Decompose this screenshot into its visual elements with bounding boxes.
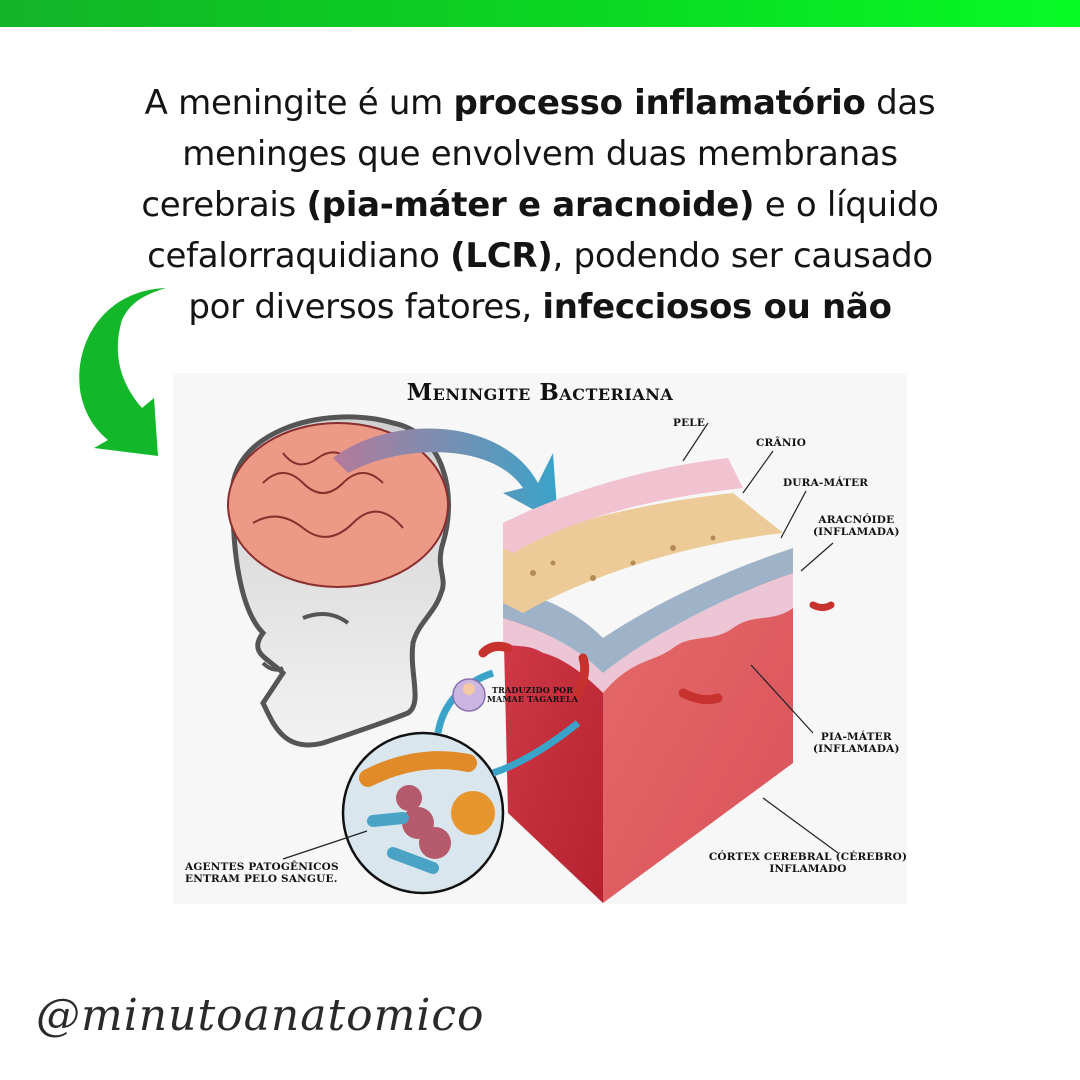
curved-arrow-down-icon bbox=[79, 288, 166, 456]
label-translation-credit: TRADUZIDO POR MAMAE TAGARELA bbox=[487, 685, 579, 704]
headline-line-2: meninges que envolvem duas membranas bbox=[182, 134, 898, 174]
instagram-handle: @minutoanatomico bbox=[36, 990, 485, 1041]
headline-text: A meningite é um processo inflamatório d… bbox=[90, 78, 990, 333]
headline-line-4: cefalorraquidiano (LCR), podendo ser cau… bbox=[147, 236, 933, 276]
label-pia-mater: PIA-MÁTER (INFLAMADA) bbox=[813, 731, 900, 755]
meningitis-illustration: Meningite Bacteriana PELE CRÂNIO DURA-MÁ… bbox=[173, 373, 907, 904]
label-aracnoide: ARACNÓIDE (INFLAMADA) bbox=[813, 514, 900, 538]
label-pele: PELE bbox=[673, 417, 706, 429]
headline-line-5: por diversos fatores, infecciosos ou não bbox=[188, 287, 892, 327]
headline-line-3: cerebrais (pia-máter e aracnoide) e o lí… bbox=[141, 185, 939, 225]
label-dura-mater: DURA-MÁTER bbox=[783, 477, 869, 489]
label-cranio: CRÂNIO bbox=[756, 437, 807, 449]
illustration-artwork bbox=[227, 414, 839, 903]
top-green-bar bbox=[0, 0, 1080, 27]
label-cortex: CÓRTEX CEREBRAL (CÉREBRO) INFLAMADO bbox=[708, 851, 907, 875]
illustration-title: Meningite Bacteriana bbox=[406, 379, 674, 406]
headline-line-1: A meningite é um processo inflamatório d… bbox=[144, 83, 936, 123]
label-agentes-patogenicos: AGENTES PATOGÊNICOS ENTRAM PELO SANGUE. bbox=[185, 861, 339, 885]
